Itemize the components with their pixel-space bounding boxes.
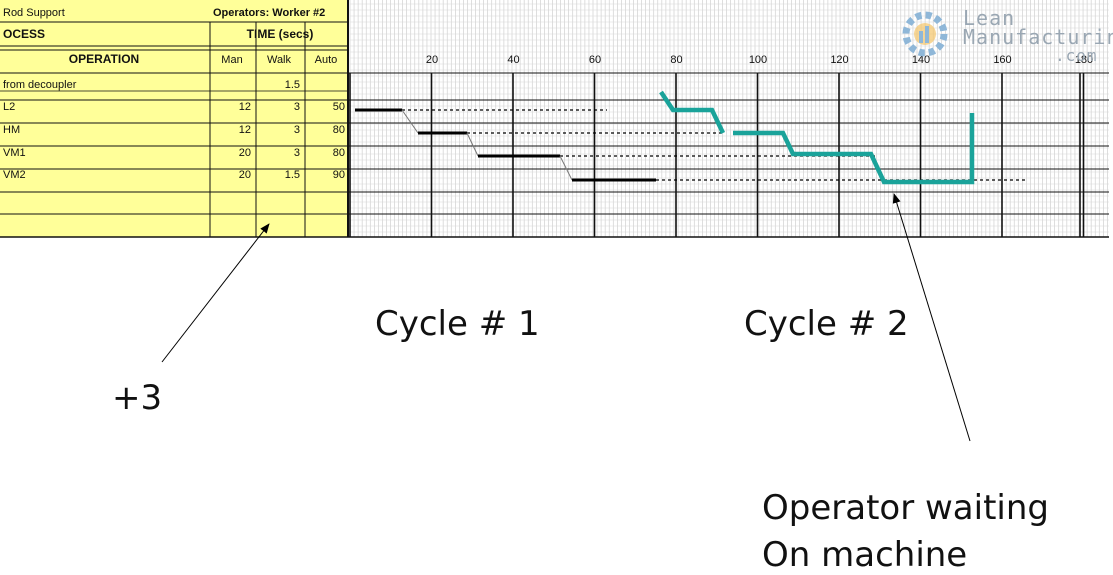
row-auto: 90	[333, 169, 345, 181]
plus3-label: +3	[112, 378, 163, 418]
axis-tick-label: 160	[993, 54, 1011, 66]
gear-icon	[902, 11, 948, 57]
row-auto: 50	[333, 101, 345, 113]
row-operation: HM	[3, 124, 20, 136]
row-walk: 3	[294, 101, 300, 113]
cycle-1-lines	[355, 108, 1025, 182]
operation-header: OPERATION	[69, 52, 139, 66]
axis-tick-label: 140	[912, 54, 930, 66]
cycle-2-segment	[659, 90, 726, 134]
logo-text-manufacturing: Manufacturing	[963, 25, 1113, 49]
row-operation: from decoupler	[3, 79, 77, 91]
cycle-1-label: Cycle # 1	[375, 304, 540, 344]
cycle-2-lines	[659, 90, 975, 185]
row-walk: 1.5	[285, 169, 300, 181]
sheet-title: Rod Support	[3, 7, 65, 19]
row-auto: 80	[333, 147, 345, 159]
logo-text-domain: .com	[1055, 46, 1098, 65]
plus3-arrow	[161, 223, 270, 363]
walk-line	[559, 155, 573, 181]
cycle-2-label: Cycle # 2	[744, 304, 909, 344]
logo-text-lean: Lean	[963, 6, 1016, 30]
row-walk: 1.5	[285, 79, 300, 91]
lean-manufacturing-logo: Lean Manufacturing .com	[893, 2, 1113, 70]
axis-tick-label: 100	[749, 54, 767, 66]
axis-tick-label: 20	[426, 54, 438, 66]
axis-tick-label: 120	[830, 54, 848, 66]
col-man-header: Man	[221, 54, 242, 66]
process-header: OCESS	[3, 27, 45, 41]
row-walk: 3	[294, 147, 300, 159]
row-operation: VM1	[3, 147, 26, 159]
table-lines	[0, 0, 1109, 238]
operators-label: Operators: Worker #2	[213, 7, 325, 19]
waiting-label-line2: On machine	[762, 535, 968, 575]
axis-tick-label: 40	[507, 54, 519, 66]
axis-tick-label: 80	[670, 54, 682, 66]
col-walk-header: Walk	[267, 54, 292, 66]
cycle-2-segment	[733, 113, 975, 185]
time-header: TIME (secs)	[247, 27, 314, 41]
walk-line	[401, 109, 419, 134]
row-man: 12	[239, 124, 251, 136]
row-man: 20	[239, 169, 251, 181]
row-man: 12	[239, 101, 251, 113]
time-grid	[0, 0, 1109, 238]
table-background	[0, 0, 348, 237]
waiting-arrow	[892, 193, 971, 442]
row-auto: 80	[333, 124, 345, 136]
row-operation: L2	[3, 101, 15, 113]
row-operation: VM2	[3, 169, 26, 181]
axis-tick-label: 60	[589, 54, 601, 66]
row-man: 20	[239, 147, 251, 159]
axis-tick-label: 180	[1075, 54, 1093, 66]
walk-line	[466, 132, 479, 157]
row-walk: 3	[294, 124, 300, 136]
waiting-label-line1: Operator waiting	[762, 488, 1049, 528]
col-auto-header: Auto	[315, 54, 338, 66]
time-axis-ticks: 20 40 60 80 100 120 140 160 180	[426, 54, 1093, 66]
